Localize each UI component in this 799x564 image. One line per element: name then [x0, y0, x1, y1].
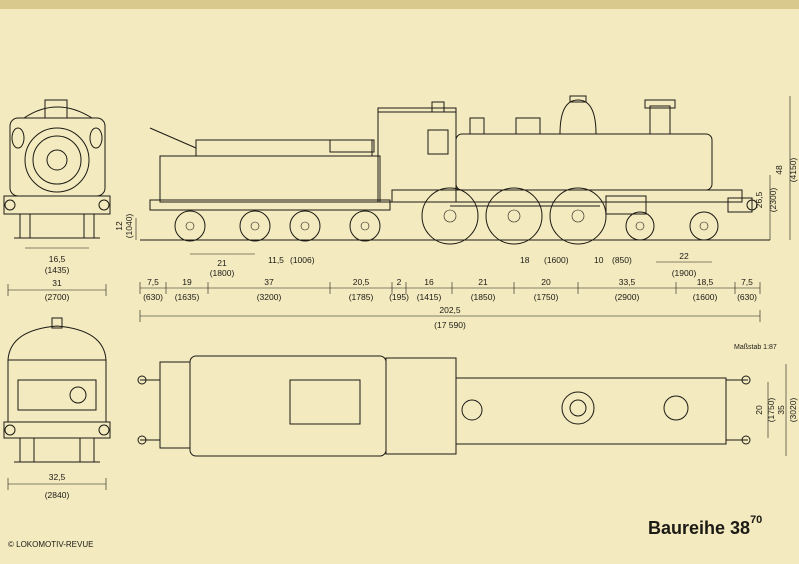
front-width-dim: 31 [52, 278, 62, 288]
chain-dim-11: 7,5 [741, 277, 753, 287]
chain-dim-8: 20 [541, 277, 551, 287]
chain-dim-5-mm: (195) [389, 292, 409, 302]
chain-dim-5: 2 [397, 277, 402, 287]
plan-view [137, 355, 787, 457]
chain-dim-3-mm: (3200) [257, 292, 282, 302]
boiler-height-dim: 26,5 [754, 191, 764, 208]
front-width-dim-mm: (2700) [45, 292, 70, 302]
chain-dim-8-mm: (1750) [534, 292, 559, 302]
chain-dim-7-mm: (1850) [471, 292, 496, 302]
rear-width-dim-mm: (2840) [45, 490, 70, 500]
rear-width-dim: 32,5 [49, 472, 66, 482]
top-edge-band [0, 0, 799, 9]
plan-width-outer-dim: 35 [776, 405, 786, 415]
chain-dim-2: 19 [182, 277, 192, 287]
chain-dim-7: 21 [478, 277, 488, 287]
drawing-title: Baureihe 3870 [648, 514, 762, 539]
front-wheel-dim: 16,5 [49, 254, 66, 264]
chain-dim-3: 37 [264, 277, 274, 287]
front-view [3, 99, 111, 296]
chain-dim-1: 7,5 [147, 277, 159, 287]
chain-dim-1-mm: (630) [143, 292, 163, 302]
bogie-wheelbase-dim-mm: (1900) [672, 268, 697, 278]
bogie-wheel-dim: 10 [594, 255, 604, 265]
chain-dim-4: 20,5 [353, 277, 370, 287]
front-wheel-dim-mm: (1435) [45, 265, 70, 275]
total-length-dim-mm: (17 590) [434, 320, 466, 330]
chain-dim-9: 33,5 [619, 277, 636, 287]
buffer-height-dim: 12 [114, 221, 124, 231]
chain-dim-6: 16 [424, 277, 434, 287]
plan-width-inner-dim: 20 [754, 405, 764, 415]
buffer-height-dim-mm: (1040) [124, 214, 134, 239]
tender-wheelbase-dim: 21 [217, 258, 227, 268]
tender-wheel-dim: 11,5 [268, 255, 284, 265]
bogie-wheelbase-dim: 22 [679, 251, 689, 261]
chain-dim-10-mm: (1600) [693, 292, 718, 302]
boiler-height-dim-mm: (2300) [768, 188, 778, 213]
chain-dim-10: 18,5 [697, 277, 714, 287]
plan-width-outer-dim-mm: (3020) [788, 398, 798, 423]
side-dimension-lines [135, 96, 791, 322]
total-height-dim-mm: (4150) [788, 158, 798, 183]
total-length-dim: 202,5 [439, 305, 461, 315]
copyright-text: © LOKOMOTIV-REVUE [8, 540, 94, 549]
dimension-labels: 16,5 (1435) 31 (2700) 32,5 (2840) 12 (10… [45, 158, 798, 500]
drive-wheel-dim-mm: (1600) [544, 255, 569, 265]
plan-width-inner-dim-mm: (1750) [766, 398, 776, 423]
chain-dim-6-mm: (1415) [417, 292, 442, 302]
title-superscript: 70 [750, 514, 763, 526]
scale-note: Maßstab 1:87 [734, 344, 777, 351]
rear-view [3, 317, 111, 490]
title-main: Baureihe 38 [648, 518, 751, 538]
side-elevation [140, 95, 770, 245]
total-height-dim: 48 [774, 165, 784, 175]
chain-dim-4-mm: (1785) [349, 292, 374, 302]
bogie-wheel-dim-mm: (850) [612, 255, 632, 265]
chain-dim-9-mm: (2900) [615, 292, 640, 302]
drive-wheel-dim: 18 [520, 255, 530, 265]
tender-wheelbase-dim-mm: (1800) [210, 268, 235, 278]
tender-wheel-dim-mm: (1006) [290, 255, 315, 265]
chain-dim-11-mm: (630) [737, 292, 757, 302]
chain-dim-2-mm: (1635) [175, 292, 200, 302]
